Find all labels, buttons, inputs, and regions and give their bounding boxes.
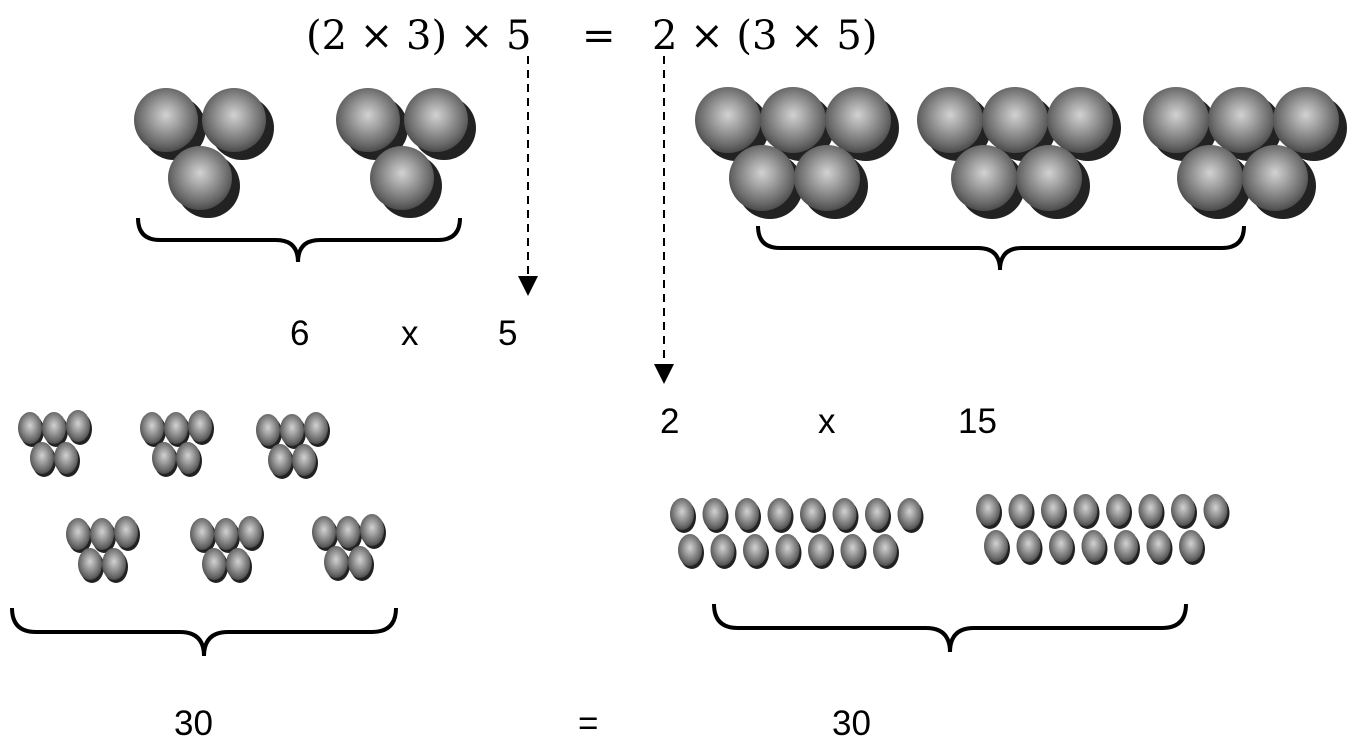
counter [226, 548, 250, 580]
counter [30, 442, 54, 474]
counter [1203, 494, 1228, 526]
counter [735, 498, 759, 530]
groups-2-by-15 [670, 494, 1230, 569]
group-of-3-large [336, 88, 476, 218]
counter [832, 498, 857, 530]
group-of-3-large [134, 88, 274, 218]
counter [176, 442, 200, 474]
cluster-of-5 [66, 516, 140, 583]
counter [1049, 530, 1073, 562]
left-step-a: 6 [290, 314, 310, 353]
counter [360, 514, 384, 546]
counter [678, 534, 702, 566]
counter [1138, 494, 1163, 526]
counter [202, 548, 226, 580]
counter [90, 518, 114, 550]
counter [670, 498, 694, 530]
right-step-b: 15 [958, 402, 997, 441]
groups-6-by-5 [18, 410, 386, 583]
counter [800, 498, 824, 530]
right-step-op: x [818, 402, 836, 441]
counter [702, 498, 727, 530]
result-equals: = [578, 704, 599, 743]
cluster-of-5 [140, 410, 214, 477]
counter [775, 534, 800, 566]
counter [304, 412, 328, 444]
counter [1179, 530, 1203, 562]
counter [102, 548, 126, 580]
brace-bottom-left [10, 607, 398, 657]
counter [1114, 530, 1138, 562]
cluster-of-15 [976, 494, 1230, 565]
counter [1073, 494, 1098, 526]
brace-top-right [756, 225, 1246, 271]
counter [1171, 494, 1195, 526]
equation-left: (2 × 3) × 5 [306, 13, 532, 59]
counter [743, 534, 767, 566]
counter [1016, 530, 1041, 562]
counter [152, 442, 176, 474]
cluster-of-5 [190, 516, 264, 583]
counter [238, 516, 262, 548]
result-left: 30 [174, 704, 213, 743]
counter [18, 412, 42, 444]
cluster-of-15 [670, 498, 924, 569]
counter [66, 410, 90, 442]
counter [710, 534, 735, 566]
counter [164, 412, 188, 444]
counter [42, 412, 66, 444]
cluster-of-5 [256, 412, 330, 479]
counter [280, 414, 304, 446]
counter [190, 518, 214, 550]
counter [976, 494, 1000, 526]
counter [840, 534, 865, 566]
result-right: 30 [832, 704, 871, 743]
counter [1008, 494, 1033, 526]
counter [78, 548, 102, 580]
group-of-5-large [695, 87, 899, 219]
brace-top-left [136, 217, 462, 263]
equation-equals: = [582, 13, 616, 59]
counter [873, 534, 897, 566]
group-of-5-large [917, 87, 1121, 219]
counter [188, 410, 212, 442]
counter [808, 534, 832, 566]
counter [767, 498, 792, 530]
counter [312, 516, 336, 548]
left-step-op: x [401, 314, 419, 353]
counter [348, 546, 372, 578]
equation: (2 × 3) × 5 = 2 × (3 × 5) [0, 8, 1352, 64]
cluster-of-5 [312, 514, 386, 581]
counter [324, 546, 348, 578]
group-of-5-large [1143, 87, 1347, 219]
counter [54, 442, 78, 474]
counter [1146, 530, 1171, 562]
counter [114, 516, 138, 548]
counter [865, 498, 889, 530]
counter [336, 516, 360, 548]
counter [1041, 494, 1065, 526]
counter [897, 498, 922, 530]
cluster-of-5 [18, 410, 92, 477]
equation-right: 2 × (3 × 5) [652, 13, 878, 59]
counter [1106, 494, 1130, 526]
brace-bottom-right [712, 603, 1188, 653]
counter [140, 412, 164, 444]
left-step-b: 5 [498, 314, 518, 353]
counter [292, 444, 316, 476]
counter [984, 530, 1008, 562]
right-step-a: 2 [660, 402, 680, 441]
counter [1081, 530, 1106, 562]
counter [66, 518, 90, 550]
counter [214, 518, 238, 550]
counter [256, 414, 280, 446]
counter [268, 444, 292, 476]
